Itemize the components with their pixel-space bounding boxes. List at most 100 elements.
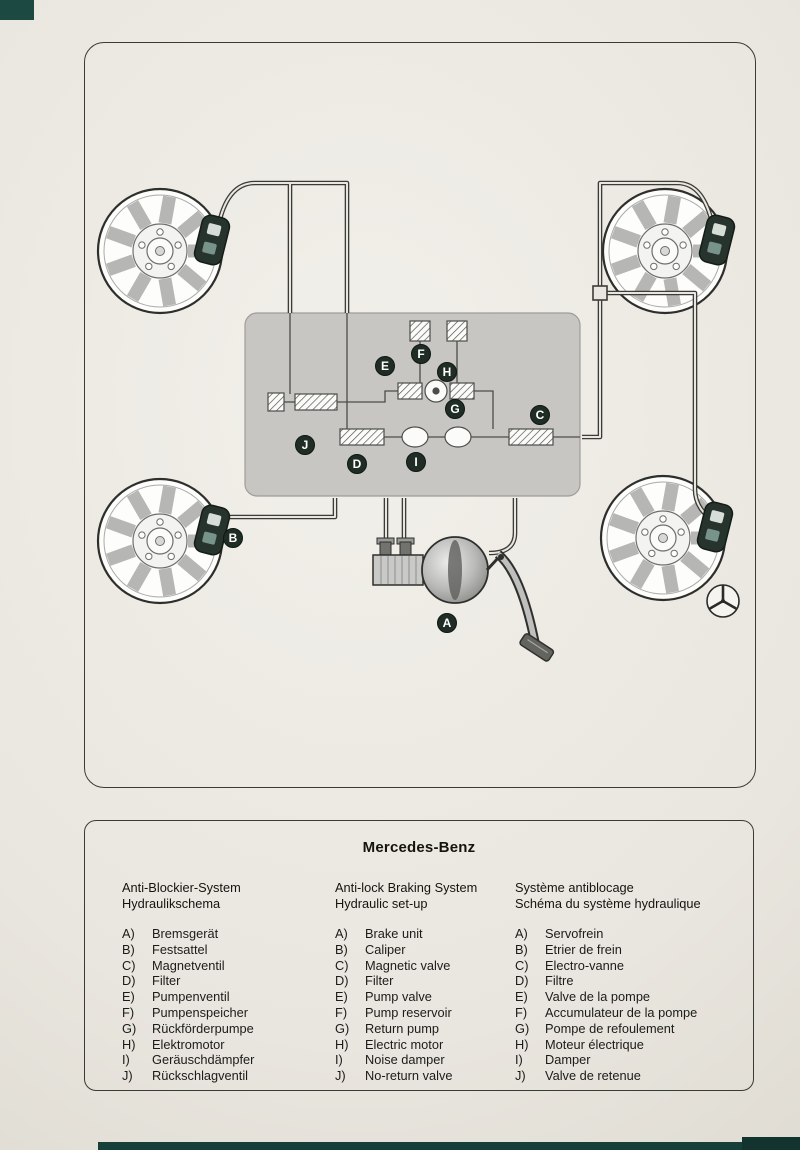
legend-item-label: Servofrein: [545, 926, 604, 941]
legend-item-key: J): [515, 1068, 526, 1084]
legend-item-key: B): [515, 941, 528, 957]
legend-item-key: B): [335, 941, 348, 957]
legend-item-key: E): [122, 989, 135, 1005]
legend-item-label: No-return valve: [365, 1068, 453, 1084]
legend-list-german: A)Bremsgerät B)Festsattel C)Magnetventil…: [122, 926, 335, 1084]
svg-text:E: E: [381, 359, 389, 373]
legend-item: H) Elektromotor: [122, 1037, 335, 1053]
legend-item: I)Geräuschdämpfer: [122, 1052, 335, 1068]
noise-damper-left: [401, 426, 429, 448]
callout-i: I: [406, 452, 426, 472]
legend-item-key: C): [335, 957, 349, 973]
legend-item-key: C): [122, 957, 136, 973]
legend-item-key: B): [122, 941, 135, 957]
legend-item-key: G): [335, 1020, 350, 1036]
legend-heading-english: Anti-lock Braking System Hydraulic set-u…: [335, 880, 515, 912]
legend-item-label: Bremsgerät: [152, 926, 219, 941]
legend-item-key: J): [335, 1068, 346, 1084]
svg-text:J: J: [302, 438, 309, 452]
pump-axis: [432, 387, 440, 395]
legend-item-label: Caliper: [365, 941, 406, 957]
scan-mark-bottom: [98, 1142, 800, 1150]
magnet-valve-left: [294, 393, 338, 411]
legend-item: C) Electro-vanne: [515, 958, 745, 974]
legend-title: Mercedes-Benz: [362, 839, 476, 856]
legend-item-label: Filter: [365, 973, 394, 989]
master-cylinder-ribs: [380, 556, 417, 584]
legend-item: B) Etrier de frein: [515, 942, 745, 958]
legend-item: A) Bremsgerät: [122, 926, 335, 942]
legend-item: D)Filtre: [515, 973, 745, 989]
legend-item-key: E): [515, 989, 528, 1005]
legend-item: D)Filter: [122, 973, 335, 989]
legend-item-key: A): [122, 926, 135, 941]
legend-item-label: Elektromotor: [152, 1036, 225, 1052]
noise-damper-right: [444, 426, 472, 448]
legend-item-key: H): [335, 1036, 349, 1052]
svg-text:I: I: [414, 455, 417, 469]
svg-text:B: B: [229, 531, 238, 545]
legend-item-label: Pompe de refoulement: [545, 1020, 675, 1036]
legend-list-english: A)Brake unit B)Caliper C)Magnetic valve …: [335, 926, 515, 1084]
legend-item: D)Filter: [335, 973, 515, 989]
legend-item-key: H): [122, 1036, 136, 1052]
legend-item: F) Pump reservoir: [335, 1005, 515, 1021]
legend-column-german: Anti-Blockier-System Hydraulikschema A)B…: [122, 880, 335, 1084]
legend-item-label: Valve de la pompe: [545, 989, 651, 1005]
legend-item-label: Pumpenventil: [152, 989, 230, 1005]
return-pump-port-right: [449, 382, 475, 400]
legend-panel: Mercedes-Benz Anti-Blockier-System Hydra…: [84, 820, 754, 1091]
legend-item-key: G): [515, 1020, 530, 1036]
svg-text:D: D: [353, 457, 362, 471]
legend-item: C)Magnetic valve: [335, 958, 515, 974]
legend-item: E) Pump valve: [335, 989, 515, 1005]
legend-heading-line: Hydraulic set-up: [335, 896, 428, 911]
callout-j: J: [295, 435, 315, 455]
callout-d: D: [347, 454, 367, 474]
legend-item-key: E): [335, 989, 348, 1005]
svg-text:A: A: [443, 616, 452, 630]
legend-item-label: Electric motor: [365, 1036, 444, 1052]
legend-item-key: A): [335, 926, 348, 941]
legend-heading-line: Hydraulikschema: [122, 896, 221, 911]
callout-h: H: [437, 362, 457, 382]
callout-g: G: [445, 399, 465, 419]
accumulator-spring-left: [409, 320, 431, 342]
legend-item: G)Return pump: [335, 1021, 515, 1037]
legend-item-key: F): [335, 1004, 348, 1020]
accumulator-spring-right: [446, 320, 468, 342]
legend-item-label: Pump reservoir: [365, 1004, 452, 1020]
scan-mark-bottom-right: [742, 1137, 800, 1150]
legend-item-label: Pump valve: [365, 989, 432, 1005]
legend-item-label: Electro-vanne: [545, 957, 624, 973]
callout-b: B: [223, 528, 243, 548]
legend-item-label: Rückförderpumpe: [152, 1020, 254, 1036]
legend-item-key: G): [122, 1020, 137, 1036]
legend-item-key: A): [515, 926, 528, 941]
legend-item: G) Pompe de refoulement: [515, 1021, 745, 1037]
legend-item-label: Pumpenspeicher: [152, 1004, 249, 1020]
pedal-pad: [519, 633, 555, 662]
legend-item-label: Etrier de frein: [545, 941, 622, 957]
abs-hydraulic-diagram: A B C D E F G H I J: [85, 43, 740, 662]
legend-item-label: Rückschlagventil: [152, 1068, 249, 1084]
legend-column-english: Anti-lock Braking System Hydraulic set-u…: [335, 880, 515, 1084]
mercedes-star-icon: [706, 584, 740, 618]
legend-item-key: C): [515, 957, 529, 973]
legend-item-label: Moteur électrique: [545, 1036, 644, 1052]
legend-item-label: Brake unit: [365, 926, 423, 941]
legend-item-key: H): [515, 1036, 529, 1052]
legend-item: B) Caliper: [335, 942, 515, 958]
legend-item: F)Accumulateur de la pompe: [515, 1005, 745, 1021]
pipe-fitting: [592, 285, 608, 301]
legend-item: H) Moteur électrique: [515, 1037, 745, 1053]
brake-booster-assembly: [372, 536, 555, 662]
legend-item: H) Electric motor: [335, 1037, 515, 1053]
svg-text:C: C: [536, 408, 545, 422]
pedal-arm: [496, 551, 538, 644]
legend-item-key: F): [515, 1004, 528, 1020]
legend-item: J) No-return valve: [335, 1068, 515, 1084]
legend-item-label: Valve de retenue: [545, 1068, 641, 1084]
legend-item-key: I): [515, 1052, 523, 1068]
legend-item: I)Noise damper: [335, 1052, 515, 1068]
